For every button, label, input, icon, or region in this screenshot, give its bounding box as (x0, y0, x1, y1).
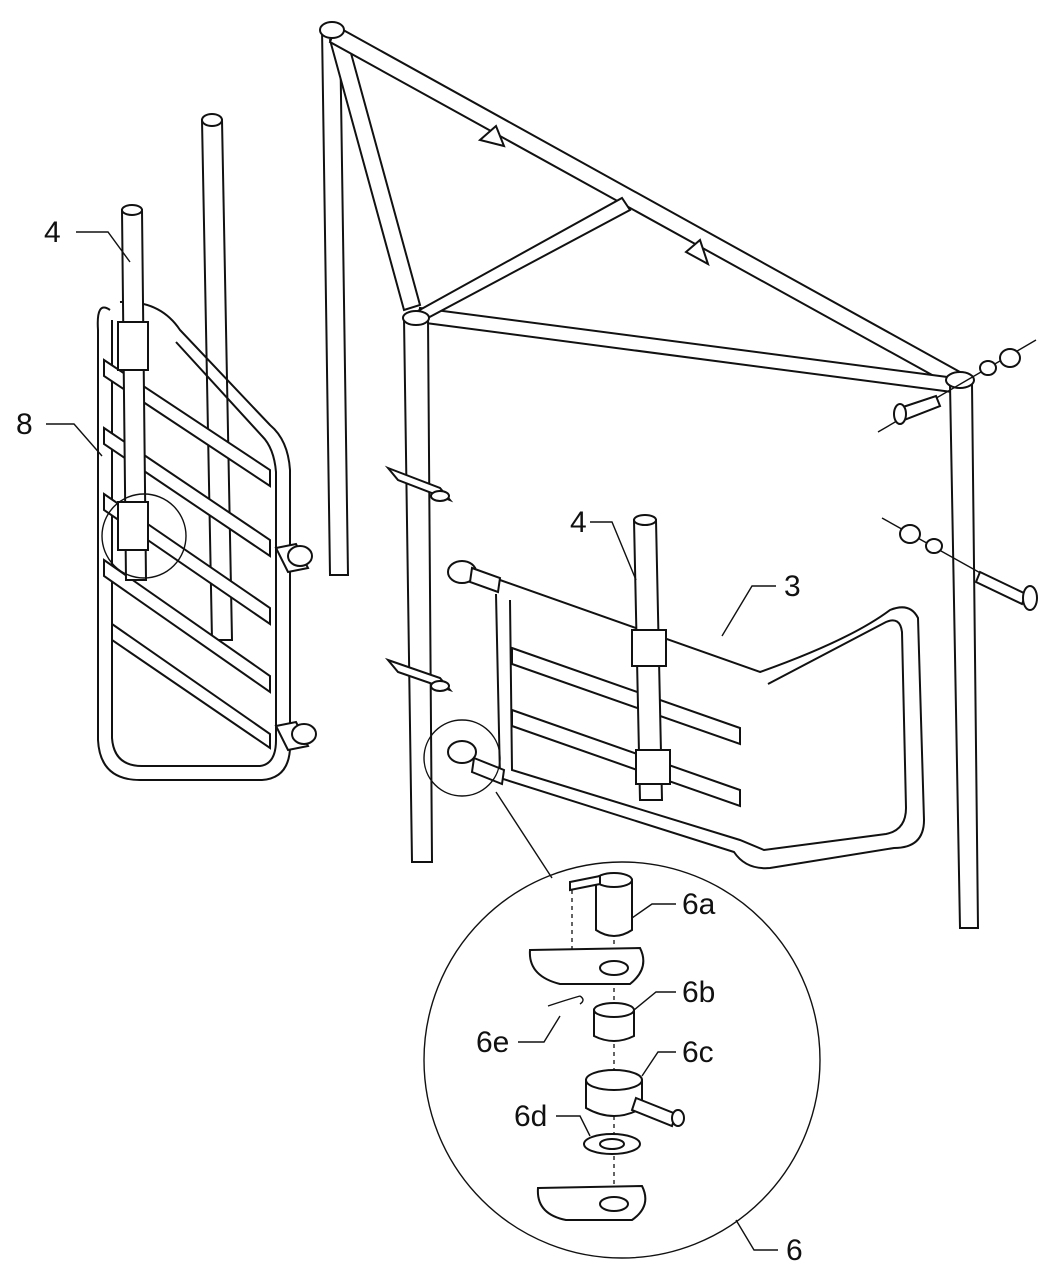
upper-bracket-hole (599, 960, 629, 976)
right-post-clamp-upper (631, 629, 667, 667)
upper-washer (979, 360, 997, 376)
leader-4-right (590, 521, 637, 581)
label-cotter-pin: 6e (476, 1026, 509, 1059)
label-hinge-assembly: 6 (786, 1234, 803, 1267)
hinge-pin (595, 879, 633, 937)
lower-carriage-bolt (974, 570, 1028, 606)
lower-bracket-hole (599, 1196, 629, 1212)
left-gate-bar-1 (103, 358, 271, 488)
left-gate-frame-outer (96, 300, 292, 781)
leader-lines (46, 231, 778, 1251)
upper-bolt-head (893, 403, 907, 425)
left-rear-post-cap (201, 113, 223, 127)
left-post-clamp-upper (117, 321, 149, 371)
right-gate-inner-frame (509, 599, 908, 852)
leader-4-left (76, 231, 131, 263)
label-gate-left-post: 4 (44, 216, 61, 249)
right-lower-hinge-eye (447, 740, 477, 764)
cross-rail (416, 306, 957, 394)
left-detail-circle (101, 493, 187, 579)
washer-hole (599, 1138, 625, 1150)
right-post-clamp-lower (635, 749, 671, 785)
lower-hinge-hole (430, 680, 450, 692)
leader-6d (556, 1115, 591, 1137)
lower-nut (899, 524, 921, 544)
hinge-pin-top (595, 872, 633, 888)
left-gate-frame-inner (111, 320, 277, 767)
right-gate-bar-1 (511, 646, 741, 746)
right-gate (423, 514, 926, 879)
upper-hinge-hole (430, 490, 450, 502)
left-gate-bar-5 (111, 622, 271, 750)
bushing (593, 1009, 635, 1042)
label-gate-right-post: 4 (570, 506, 587, 539)
leader-6 (735, 1219, 778, 1251)
right-post (948, 383, 980, 929)
bushing-top (593, 1002, 635, 1018)
right-detail-circle (423, 719, 501, 797)
support-frame (319, 21, 1038, 929)
rear-post-left (320, 27, 350, 576)
left-upper-hinge-ring (287, 545, 313, 567)
hinge-socket-top (585, 1069, 643, 1091)
rail-tab-1 (477, 124, 506, 148)
lower-bracket-plate (536, 1184, 647, 1221)
left-lower-hinge-ring (291, 723, 317, 745)
lower-washer (925, 538, 943, 554)
leader-6e (518, 1015, 561, 1043)
label-gate-right: 3 (784, 570, 801, 603)
middle-post (402, 317, 434, 863)
left-gate-post-cap (121, 204, 143, 216)
rail-tab-2 (684, 238, 710, 267)
label-washer: 6d (514, 1100, 547, 1133)
leader-6b (633, 991, 676, 1011)
leader-6a (631, 903, 676, 919)
left-gate (96, 113, 317, 781)
left-gate-bar-4 (103, 558, 271, 694)
label-bushing: 6b (682, 976, 715, 1009)
cotter-pin (547, 995, 581, 1007)
cotter-pin-loop (579, 995, 584, 1005)
leader-3 (721, 585, 776, 637)
middle-strut (414, 196, 632, 322)
socket-stem-nut (671, 1109, 685, 1127)
hinge-detail (423, 861, 821, 1259)
right-upper-hinge-neck (468, 566, 502, 594)
label-hinge-pin: 6a (682, 888, 716, 921)
label-gate-left: 8 (16, 408, 33, 441)
right-post-cap (945, 371, 975, 389)
leader-8 (46, 423, 103, 457)
socket-threaded-stem (630, 1096, 678, 1128)
hinge-pin-handle (569, 874, 601, 892)
top-joint-cap (319, 21, 345, 39)
hinge-detail-circle (423, 861, 821, 1259)
upper-nut (999, 348, 1021, 368)
middle-post-cap (402, 310, 430, 326)
part-labels: 4 8 4 3 6a 6b 6e 6c 6d 6 (16, 216, 803, 1267)
left-post-clamp-lower (117, 501, 149, 551)
lower-bolt-head (1022, 585, 1038, 611)
label-hinge-socket: 6c (682, 1036, 714, 1069)
detail-leader-line (495, 791, 553, 879)
right-gate-post-cap (633, 514, 657, 526)
right-lower-hinge-neck (470, 756, 506, 786)
leader-6c (641, 1051, 676, 1077)
